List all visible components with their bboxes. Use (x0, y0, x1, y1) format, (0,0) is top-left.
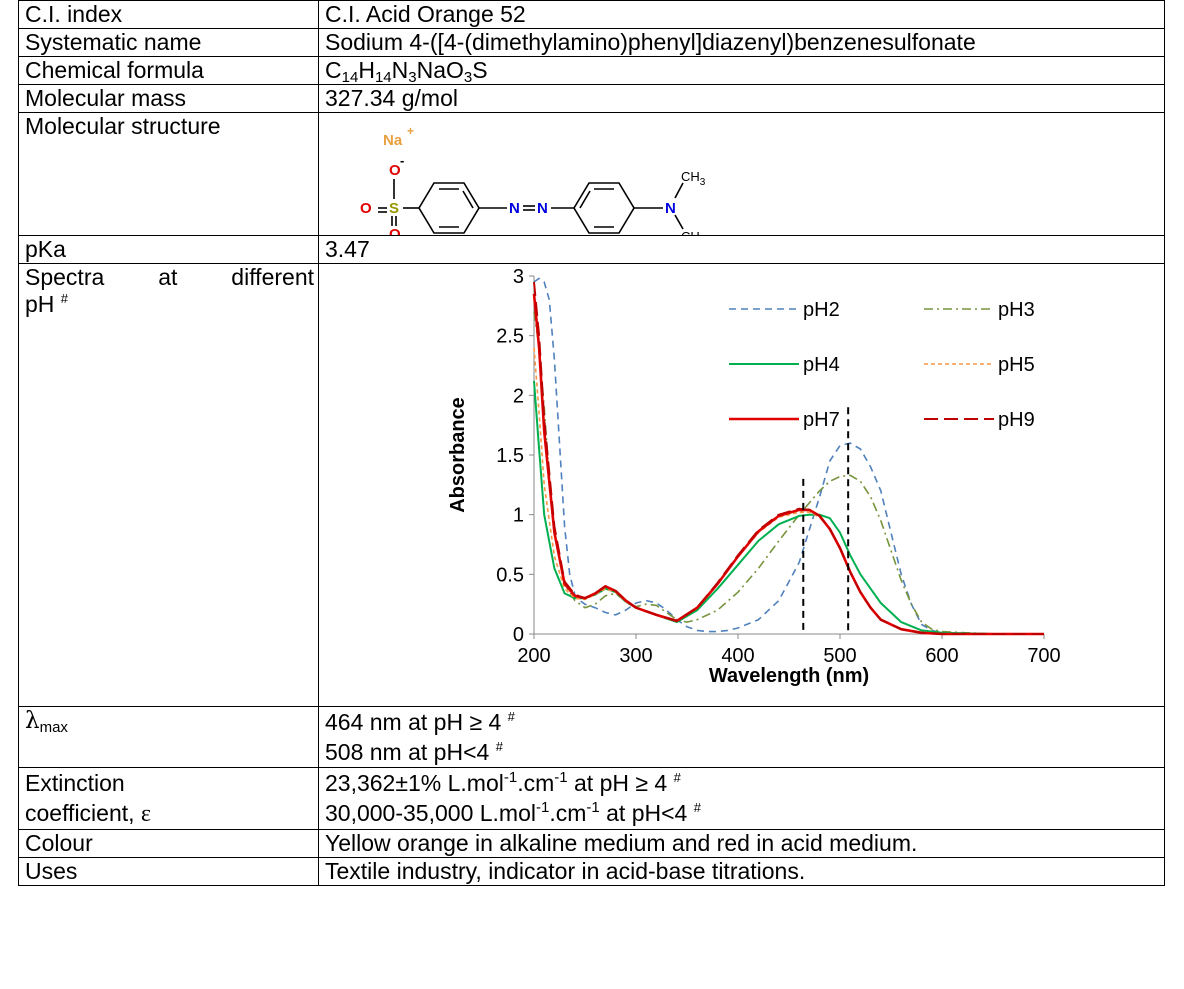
atom-sodium: Na (383, 132, 403, 149)
epsilon-symbol: ε (140, 801, 151, 827)
extinction-line-1: 23,362±1% L.mol-1.cm-1 at pH ≥ 4 # (325, 769, 681, 796)
legend-label-ph4: pH4 (803, 354, 840, 376)
label-ci-index: C.I. index (18, 0, 319, 29)
value-colour: Yellow orange in alkaline medium and red… (318, 829, 1165, 858)
legend-label-ph9: pH9 (998, 409, 1035, 431)
row-ci-index: C.I. index C.I. Acid Orange 52 (18, 0, 1165, 29)
value-ci-index: C.I. Acid Orange 52 (318, 0, 1165, 29)
x-tick-label: 500 (823, 645, 856, 667)
label-molecular-mass: Molecular mass (18, 84, 319, 113)
y-tick-label: 0 (513, 624, 524, 646)
label-molecular-structure: Molecular structure (18, 112, 319, 236)
atom-oxygen-anion: O (389, 162, 401, 179)
y-tick-label: 3 (513, 266, 524, 288)
row-spectra: Spectra at different pH # 0 0.5 1 1.5 2 2.5 3 2… (18, 263, 1165, 707)
series-ph3 (533, 311, 1044, 635)
value-pka: 3.47 (318, 235, 1165, 264)
label-chemical-formula: Chemical formula (18, 56, 319, 85)
label-uses: Uses (18, 857, 319, 886)
x-tick-label: 600 (925, 645, 958, 667)
lambda-line-1: 464 nm at pH ≥ 4 # (325, 709, 515, 735)
y-tick-label: 2.5 (496, 326, 524, 348)
lambda-line-2: 508 nm at pH<4 # (325, 739, 503, 765)
value-uses: Textile industry, indicator in acid-base… (318, 857, 1165, 886)
y-axis-title: Absorbance (447, 397, 469, 513)
legend-label-ph7: pH7 (803, 409, 840, 431)
spectra-chart: 0 0.5 1 1.5 2 2.5 3 200 300 400 500 600 700Wavelengt… (447, 266, 1061, 687)
series-ph2 (533, 277, 1044, 635)
structure-cell: Na + O - O S O N N N CH3 CH3 (318, 112, 1165, 236)
methyl-bottom: CH3 (681, 229, 706, 235)
row-molecular-structure: Molecular structure Na + O - O S O N N N… (18, 112, 1165, 236)
legend-label-ph3: pH3 (998, 299, 1035, 321)
atom-sulfur: S (389, 200, 399, 217)
row-colour: Colour Yellow orange in alkaline medium … (18, 829, 1165, 858)
footnote-mark: # (60, 291, 69, 306)
y-tick-label: 1 (513, 505, 524, 527)
x-tick-label: 200 (517, 645, 550, 667)
row-uses: Uses Textile industry, indicator in acid… (18, 857, 1165, 886)
atom-nitrogen-amine: N (665, 200, 676, 217)
properties-table: C.I. index C.I. Acid Orange 52 Systemati… (18, 0, 1165, 886)
x-tick-label: 300 (619, 645, 652, 667)
label-pka: pKa (18, 235, 319, 264)
value-molecular-mass: 327.34 g/mol (318, 84, 1165, 113)
value-lambda-max: 464 nm at pH ≥ 4 # 508 nm at pH<4 # (318, 706, 1165, 768)
x-axis-title: Wavelength (nm) (709, 665, 869, 687)
lambda-symbol: λ (25, 708, 40, 734)
label-systematic-name: Systematic name (18, 28, 319, 57)
atom-nitrogen-azo-2: N (537, 200, 548, 217)
x-tick-label: 400 (721, 645, 754, 667)
y-tick-label: 2 (513, 385, 524, 407)
row-extinction: Extinction coefficient, ε 23,362±1% L.mo… (18, 767, 1165, 830)
row-systematic-name: Systematic name Sodium 4-([4-(dimethylam… (18, 28, 1165, 57)
atom-oxygen-bottom: O (389, 226, 401, 235)
row-pka: pKa 3.47 (18, 235, 1165, 264)
series-ph5 (533, 347, 1044, 635)
molecular-structure-image: Na + O - O S O N N N CH3 CH3 (360, 124, 706, 235)
y-tick-label: 0.5 (496, 564, 524, 586)
methyl-top: CH3 (681, 169, 706, 188)
value-chemical-formula: C14H14N3NaO3S (318, 56, 1165, 85)
label-lambda-max: λmax (18, 706, 319, 768)
label-colour: Colour (18, 829, 319, 858)
legend-label-ph5: pH5 (998, 354, 1035, 376)
y-tick-label: 1.5 (496, 445, 524, 467)
series-ph9 (533, 281, 1044, 635)
value-systematic-name: Sodium 4-([4-(dimethylamino)phenyl]diaze… (318, 28, 1165, 57)
label-spectra-line2: pH (25, 291, 55, 317)
row-molecular-mass: Molecular mass 327.34 g/mol (18, 84, 1165, 113)
legend-label-ph2: pH2 (803, 299, 840, 321)
sodium-charge: + (407, 124, 414, 138)
row-lambda-max: λmax 464 nm at pH ≥ 4 # 508 nm at pH<4 # (18, 706, 1165, 768)
label-spectra-line1: Spectra at different (25, 264, 314, 290)
extinction-line-2: 30,000-35,000 L.mol-1.cm-1 at pH<4 # (325, 799, 701, 826)
row-chemical-formula: Chemical formula C14H14N3NaO3S (18, 56, 1165, 85)
label-extinction: Extinction coefficient, ε (18, 767, 319, 830)
value-extinction: 23,362±1% L.mol-1.cm-1 at pH ≥ 4 # 30,00… (318, 767, 1165, 830)
atom-oxygen-left: O (360, 200, 372, 217)
atom-nitrogen-azo-1: N (509, 200, 520, 217)
lambda-subscript: max (39, 719, 68, 736)
label-spectra: Spectra at different pH # (18, 263, 319, 707)
oxygen-charge: - (400, 153, 404, 168)
x-tick-label: 700 (1027, 645, 1060, 667)
